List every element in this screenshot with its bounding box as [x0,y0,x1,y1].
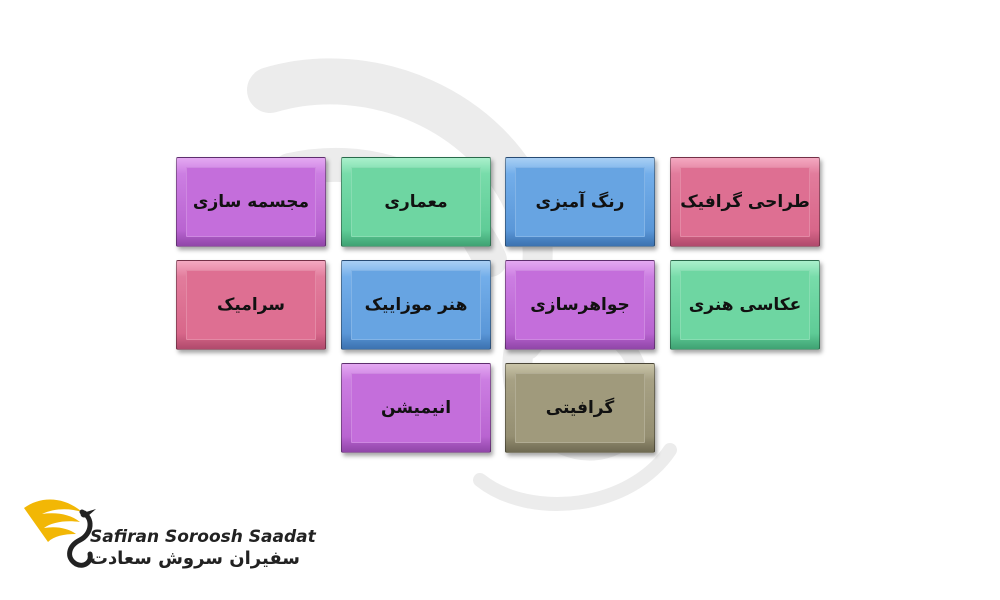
tile-label: مجسمه سازی [192,192,310,212]
logo-persian-name: سفیران سروش سعادت [89,548,300,569]
tile-art-photography: عکاسی هنری [670,260,820,350]
tile-painting: رنگ آمیزی [505,157,655,247]
company-logo: Safiran Soroosh Saadat سفیران سروش سعادت [20,492,316,580]
logo-latin-name: Safiran Soroosh Saadat [90,527,316,547]
tile-label: جواهرسازی [530,295,630,315]
tile-sculpture: مجسمه سازی [176,157,326,247]
tile-jewelry-making: جواهرسازی [505,260,655,350]
tile-architecture: معماری [341,157,491,247]
tile-mosaic-art: هنر موزاییک [341,260,491,350]
tile-label: معماری [384,192,448,212]
tile-label: هنر موزاییک [364,295,468,315]
tile-label: عکاسی هنری [688,295,802,315]
tile-label: سرامیک [217,295,285,315]
swan-logo-icon [24,499,96,568]
tile-label: انیمیشن [380,398,452,418]
tile-animation: انیمیشن [341,363,491,453]
tile-label: گرافیتی [545,398,615,418]
tile-label: طراحی گرافیک [680,192,810,212]
tile-label: رنگ آمیزی [535,192,625,212]
tile-ceramics: سرامیک [176,260,326,350]
tile-graphic-design: طراحی گرافیک [670,157,820,247]
tile-graffiti: گرافیتی [505,363,655,453]
